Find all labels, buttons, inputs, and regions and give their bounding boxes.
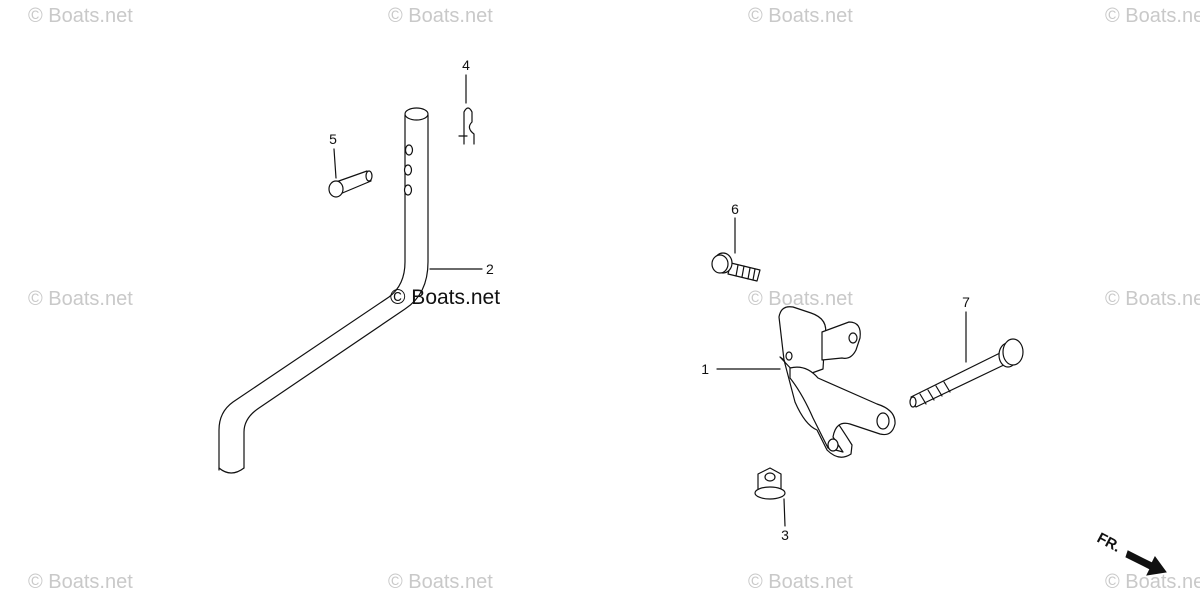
front-direction-marker: FR. xyxy=(1094,530,1167,576)
part-2-bent-rod xyxy=(218,107,429,474)
part-5-clevis-pin xyxy=(328,170,373,198)
watermark: © Boats.net xyxy=(388,571,493,593)
part-4-hair-clip xyxy=(458,107,475,145)
callout-7: 7 xyxy=(962,294,970,310)
watermark: © Boats.net xyxy=(28,288,133,310)
part-3-flange-nut xyxy=(754,467,786,500)
watermark: © Boats.net xyxy=(28,5,133,27)
watermark: © Boats.net xyxy=(1105,5,1200,27)
callout-1: 1 xyxy=(701,361,709,377)
fr-label: FR. xyxy=(1094,530,1123,556)
callout-6: 6 xyxy=(731,201,739,217)
callout-labels: 1 2 3 4 5 6 7 xyxy=(329,57,970,543)
watermark: © Boats.net xyxy=(388,5,493,27)
callout-2: 2 xyxy=(486,261,494,277)
callout-4: 4 xyxy=(462,57,470,73)
part-1-bracket xyxy=(778,306,896,458)
part-6-flange-bolt xyxy=(711,252,761,282)
front-arrow-icon xyxy=(1125,550,1167,576)
watermark: © Boats.net xyxy=(748,571,853,593)
watermark: © Boats.net xyxy=(28,571,133,593)
watermark-center: © Boats.net xyxy=(390,286,500,309)
watermark: © Boats.net xyxy=(1105,571,1200,593)
watermark: © Boats.net xyxy=(1105,288,1200,310)
part-7-long-bolt xyxy=(909,338,1024,408)
watermark-grid: © Boats.net © Boats.net © Boats.net © Bo… xyxy=(28,5,1200,593)
watermark: © Boats.net xyxy=(748,288,853,310)
watermark: © Boats.net xyxy=(748,5,853,27)
callout-3: 3 xyxy=(781,527,789,543)
leader-lines xyxy=(333,74,967,527)
callout-5: 5 xyxy=(329,131,337,147)
